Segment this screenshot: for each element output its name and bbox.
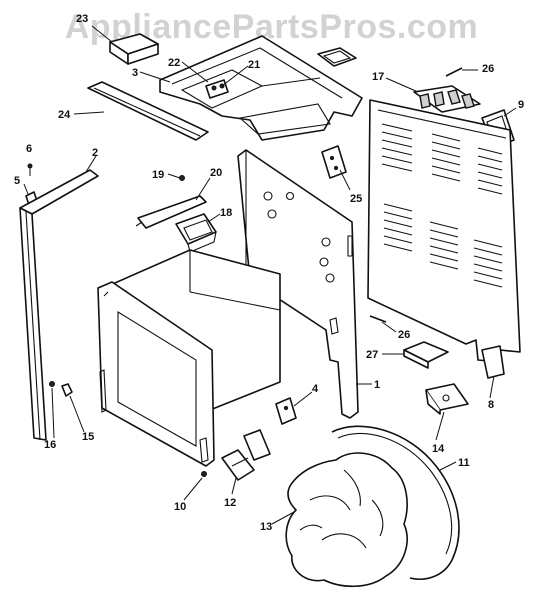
callout-25: 25 (350, 193, 362, 205)
part-18-bracket (175, 213, 217, 253)
callout-5: 5 (14, 175, 20, 187)
callout-3: 3 (132, 67, 138, 79)
part-26-pin-lower (369, 315, 387, 323)
oven-cavity (97, 249, 281, 467)
callout-24: 24 (58, 109, 71, 121)
part-8-bracket (481, 345, 505, 379)
part-2-side-trim (19, 169, 99, 441)
part-21-22-bracket (205, 79, 229, 99)
callout-27: 27 (366, 349, 378, 361)
part-10-screw (201, 471, 207, 477)
callout-4: 4 (312, 383, 319, 395)
back-panel (367, 99, 521, 363)
callout-9: 9 (518, 99, 524, 111)
callout-labels: 23 3 22 21 24 17 26 9 2 6 5 19 20 18 25 … (14, 13, 524, 533)
part-12-hinge (221, 429, 271, 481)
callout-20: 20 (210, 167, 222, 179)
part-1-side-panel (237, 149, 359, 419)
callout-21: 21 (248, 59, 260, 71)
callout-12: 12 (224, 497, 236, 509)
part-3-top-panel (159, 35, 363, 141)
leader-lines (23, 25, 517, 525)
callout-16: 16 (44, 439, 56, 451)
callout-22: 22 (168, 57, 180, 69)
callout-10: 10 (174, 501, 186, 513)
part-23-block (109, 33, 159, 65)
callout-8: 8 (488, 399, 494, 411)
callout-19: 19 (152, 169, 164, 181)
callout-1: 1 (374, 379, 380, 391)
part-4-bracket (275, 397, 297, 425)
callout-23: 23 (76, 13, 88, 25)
callout-26-top: 26 (482, 63, 494, 75)
part-25-bracket (321, 145, 347, 179)
callout-17: 17 (372, 71, 384, 83)
part-24-strip (87, 81, 209, 141)
part-15-16-screws (49, 381, 73, 397)
callout-13: 13 (260, 521, 272, 533)
part-19-screw (179, 175, 185, 181)
part-27-block (403, 341, 449, 369)
callout-18: 18 (220, 207, 232, 219)
callout-15: 15 (82, 431, 94, 443)
part-17-terminal-block (413, 85, 481, 113)
part-gasket-ring (317, 47, 357, 67)
part-13-insulation (285, 452, 408, 588)
part-26-pin-top (445, 67, 463, 77)
door-frame-slot (99, 369, 209, 463)
callout-14: 14 (432, 443, 445, 455)
callout-26-lower: 26 (398, 329, 410, 341)
callout-2: 2 (92, 147, 98, 159)
part-11-gasket (331, 425, 460, 580)
part-14-bracket (425, 383, 469, 415)
callout-6: 6 (26, 143, 32, 155)
part-20-rod (135, 195, 207, 229)
callout-11: 11 (458, 457, 470, 469)
